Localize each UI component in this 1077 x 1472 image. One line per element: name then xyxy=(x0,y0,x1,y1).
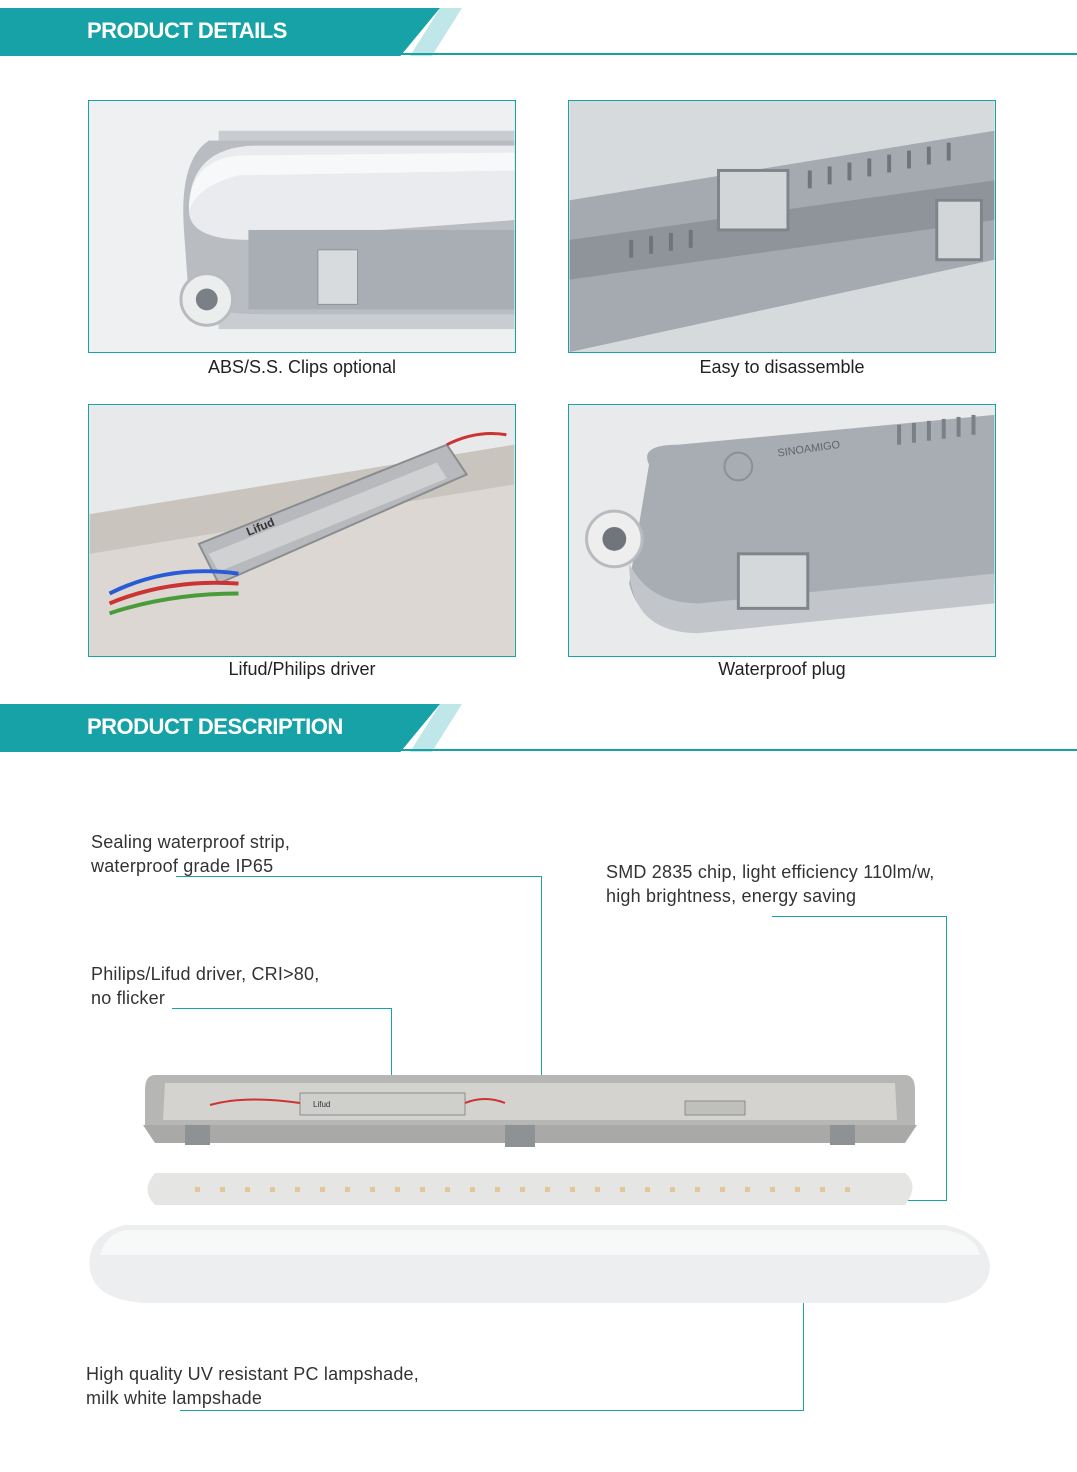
photo-waterproof-plug: SINOAMIGO xyxy=(568,404,996,657)
product-description-banner: PRODUCT DESCRIPTION xyxy=(0,696,1077,752)
caption-clip: ABS/S.S. Clips optional xyxy=(207,357,397,377)
exploded-lamp-illustration-icon: Lifud xyxy=(89,1075,990,1303)
caption-plug: Waterproof plug xyxy=(718,659,846,679)
leader-driver-h xyxy=(172,1008,391,1009)
mounting-rail-photo-icon xyxy=(569,101,995,352)
callout-driver: Philips/Lifud driver, CRI>80, no flicker xyxy=(91,964,320,1008)
banner-line xyxy=(380,53,1077,55)
led-driver-photo-icon: Lifud xyxy=(89,405,515,656)
leader-smd-v xyxy=(946,916,947,1201)
leader-smd-h xyxy=(772,916,946,917)
caption-disassemble: Easy to disassemble xyxy=(699,357,865,377)
banner-bar xyxy=(0,704,440,752)
lamp-driver-brand-label: Lifud xyxy=(313,1100,330,1109)
leader-sealing-h xyxy=(176,876,541,877)
callout-sealing: Sealing waterproof strip, waterproof gra… xyxy=(91,832,291,876)
callout-smd: SMD 2835 chip, light efficiency 110lm/w,… xyxy=(606,862,935,906)
photo-led-driver: Lifud xyxy=(88,404,516,657)
leader-sealing-v xyxy=(541,876,542,1080)
photo-mounting-rail xyxy=(568,100,996,353)
waterproof-plug-photo-icon: SINOAMIGO xyxy=(569,405,995,656)
leader-lampshade-h xyxy=(180,1410,803,1411)
callout-lampshade: High quality UV resistant PC lampshade, … xyxy=(86,1364,419,1408)
section-title-details: PRODUCT DETAILS xyxy=(87,18,287,43)
photo-clip-end-cap xyxy=(88,100,516,353)
product-details-banner: PRODUCT DETAILS xyxy=(0,0,1077,56)
leader-driver-v xyxy=(391,1008,392,1104)
banner-bar xyxy=(0,8,440,56)
banner-line xyxy=(380,749,1077,751)
section-title-description: PRODUCT DESCRIPTION xyxy=(87,714,343,739)
leader-lampshade-v xyxy=(803,1250,804,1411)
caption-driver: Lifud/Philips driver xyxy=(228,659,376,679)
clip-end-cap-photo-icon xyxy=(89,101,515,352)
